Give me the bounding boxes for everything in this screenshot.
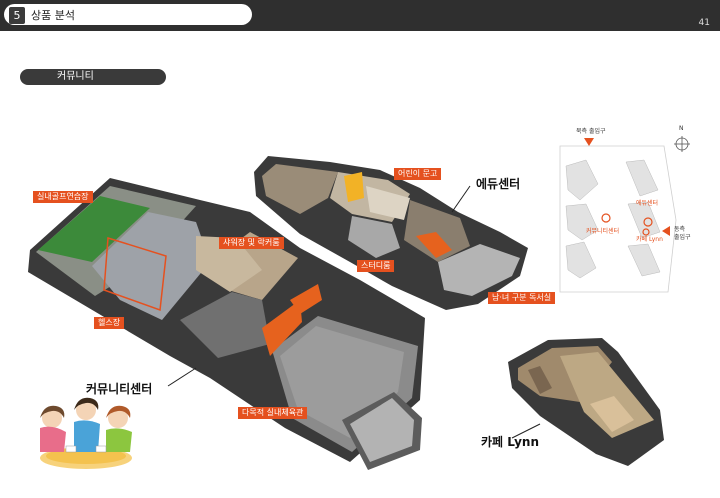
site-map-edu: 에듀센터 [636,200,659,207]
site-map [559,136,690,293]
site-map-community: 커뮤니티센터 [586,228,620,235]
diners-illustration [40,397,132,469]
callout-kids-library: 어린이 문고 [394,168,442,180]
cafe-lynn-floorplan [508,338,664,466]
callout-gym: 헬스장 [94,317,125,329]
section-pill [4,4,252,25]
callout-shower: 샤워장 및 락커룸 [219,237,284,249]
subheader-pill [20,69,166,85]
site-map-east-gate-line1: 동측 [674,226,686,233]
label-cafe: 카페 Lynn [481,435,539,449]
site-map-cafe: 카페 Lynn [636,236,663,243]
section-number: 5 [9,7,25,24]
label-edu-center: 에듀센터 [476,177,521,191]
page-number: 41 [698,18,710,28]
site-map-north-gate: 북측 출입구 [576,128,606,135]
label-community-center: 커뮤니티센터 [86,382,153,396]
subheader-title: 커뮤니티 [57,71,94,82]
compass-north-label: N [679,125,684,132]
leader-lines [167,185,541,439]
edu-center-floorplan [254,156,528,310]
callout-reading: 남·녀 구분 독서실 [488,292,556,304]
community-center-floorplan [28,178,425,470]
callout-sports-hall: 다목적 실내체육관 [238,407,308,419]
callout-golf: 실내골프연습장 [33,191,93,203]
site-map-east-gate-line2: 출입구 [674,234,691,241]
section-title: 상품 분석 [31,9,75,22]
callout-study: 스터디룸 [357,260,395,272]
